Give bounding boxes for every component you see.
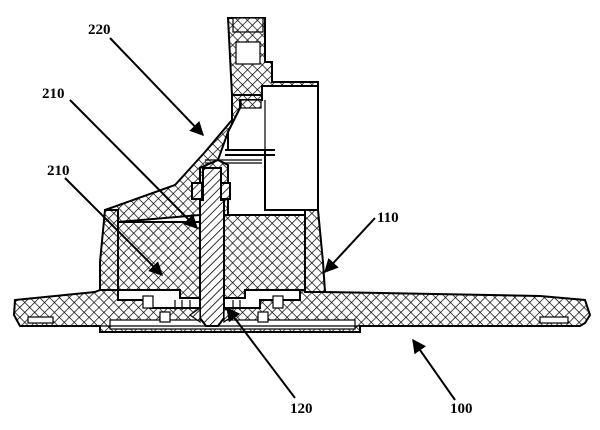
leader-210-lower xyxy=(64,177,163,276)
reference-numerals: 220 210 210 110 120 100 xyxy=(42,22,473,417)
leader-100 xyxy=(412,338,456,401)
leader-210-upper xyxy=(69,99,198,229)
housing-cavity xyxy=(205,85,319,211)
base-plate xyxy=(12,289,592,333)
leader-lines xyxy=(64,37,456,401)
label-110: 110 xyxy=(377,210,399,226)
leader-110 xyxy=(324,217,376,274)
leader-220 xyxy=(109,37,204,137)
label-220: 220 xyxy=(88,22,111,38)
leader-120 xyxy=(226,306,296,399)
label-100: 100 xyxy=(450,401,473,417)
label-210-lower: 210 xyxy=(47,163,70,179)
label-210-upper: 210 xyxy=(42,86,65,102)
label-120: 120 xyxy=(290,401,313,417)
